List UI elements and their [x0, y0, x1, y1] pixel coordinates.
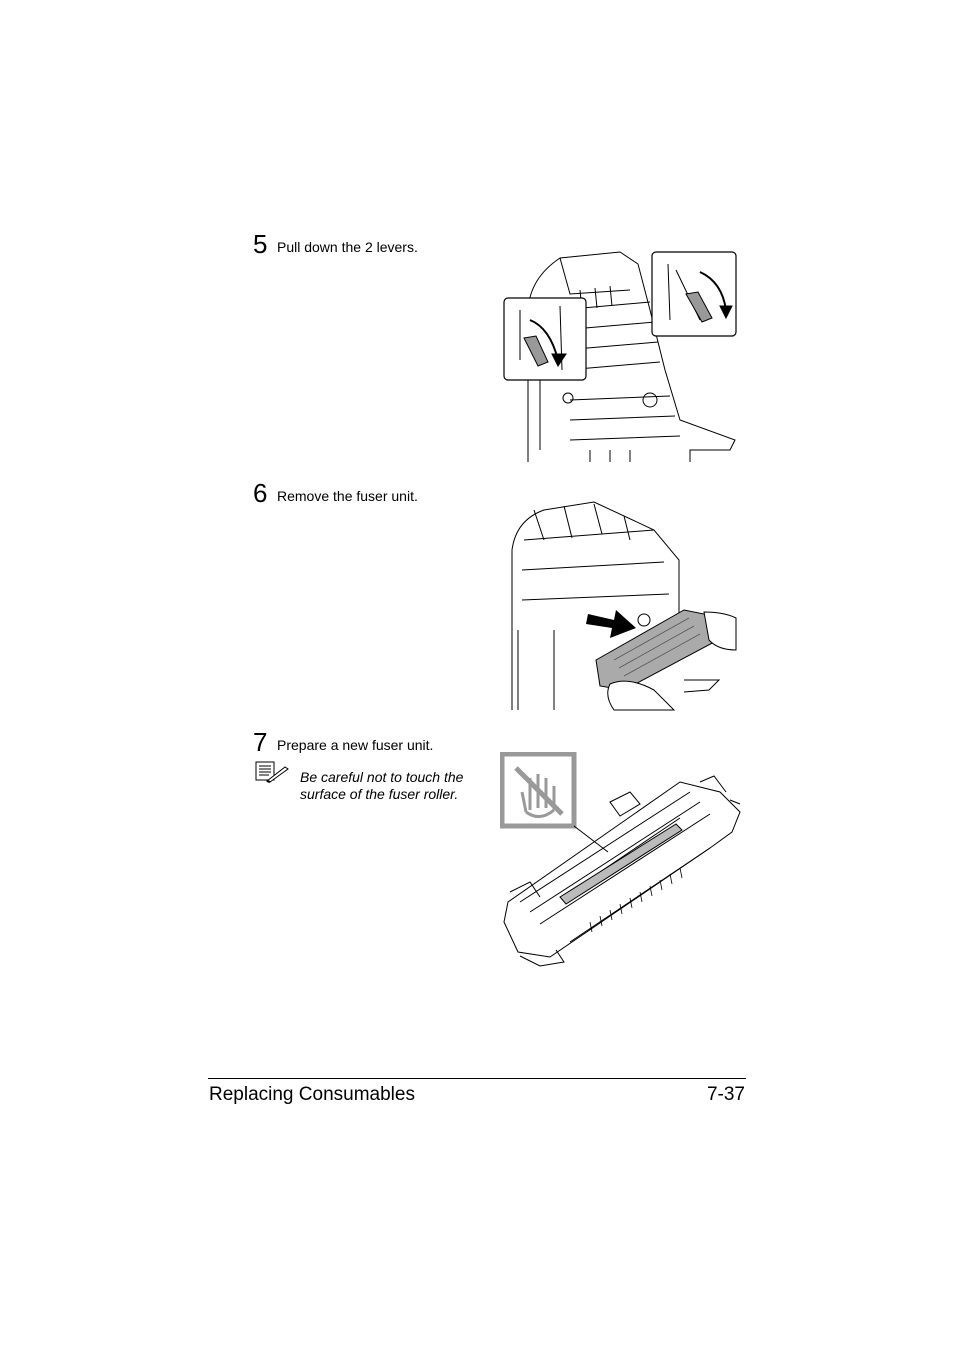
note-line-1: Be careful not to touch the: [300, 769, 464, 785]
step-5-text: Pull down the 2 levers.: [277, 239, 418, 255]
figure-pull-levers: [503, 251, 737, 462]
step-6-text: Remove the fuser unit.: [277, 488, 418, 504]
step-5-number: 5: [253, 229, 268, 259]
note-line-2: surface of the fuser roller.: [300, 786, 459, 802]
step-6-number: 6: [253, 478, 268, 508]
footer-rule: [208, 1078, 746, 1079]
footer-page-number: 7-37: [706, 1084, 745, 1105]
figure-remove-fuser: [511, 501, 737, 711]
step-7-text: Prepare a new fuser unit.: [277, 737, 434, 753]
note-icon: [255, 761, 289, 783]
footer-section-title: Replacing Consumables: [209, 1084, 415, 1105]
step-7-number: 7: [253, 727, 268, 757]
figure-new-fuser: [500, 752, 741, 967]
